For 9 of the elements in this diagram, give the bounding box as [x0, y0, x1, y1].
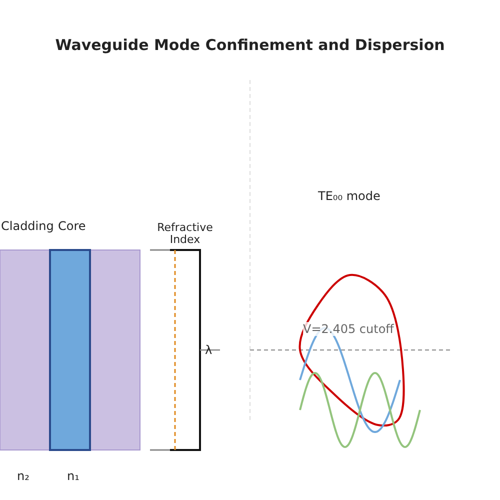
mode-label: TE₀₀ mode — [318, 189, 380, 204]
index-label: n₂ — [17, 469, 30, 484]
axis-label: Refractive Index — [156, 222, 214, 246]
diagram-title: Waveguide Mode Confinement and Dispersion — [54, 36, 446, 54]
cutoff-label: V=2.405 cutoff — [303, 322, 394, 336]
axis-label: λ — [205, 343, 212, 358]
panel-label: Core — [58, 219, 86, 234]
index-label: n₁ — [67, 469, 80, 484]
panel-label: Cladding — [1, 219, 54, 234]
